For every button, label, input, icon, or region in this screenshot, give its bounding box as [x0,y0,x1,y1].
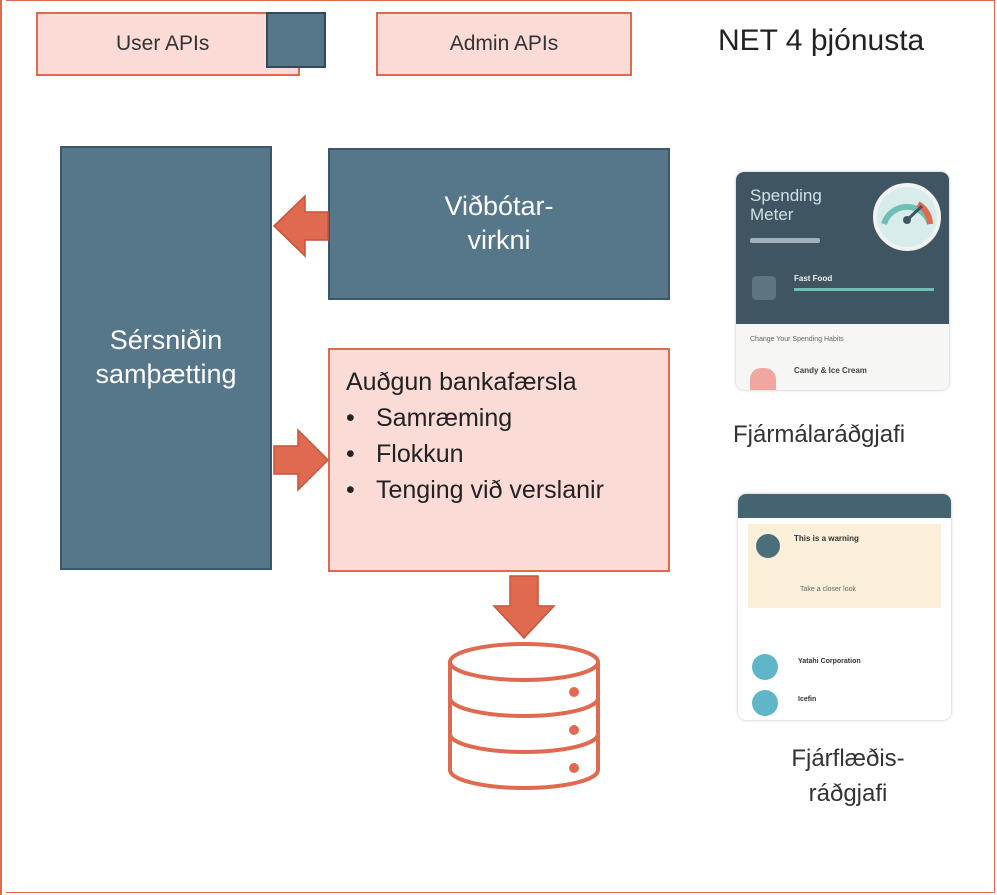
enrichment-item-label: Flokkun [376,440,464,468]
spending-title: Spending Meter [750,186,822,224]
cashflow-row-avatar [752,690,778,716]
speedometer-icon [873,183,941,251]
category-progress-bar [794,288,934,291]
extra-line-1: Viðbótar- [444,191,554,222]
change-habits-prompt: Change Your Spending Habits [750,336,844,343]
cashflow-header [738,494,951,518]
admin-apis-tab[interactable]: Admin APIs [376,12,632,76]
transaction-enrichment-block: Auðgun bankafærsla •Samræming •Flokkun •… [328,348,670,572]
cashflow-row-avatar [752,654,778,680]
custom-integration-block: Sérsniðin samþætting [60,146,272,570]
warning-avatar [756,534,780,558]
cashflow-row-label: Icefin [798,696,817,703]
frame-left-edge [0,0,6,895]
extra-functionality-block: Viðbótar- virkni [328,148,670,300]
admin-apis-label: Admin APIs [449,32,559,55]
cashflow-row-label: Yatahi Corporation [798,658,861,665]
arrow-left-icon [272,194,329,258]
user-apis-tab[interactable]: User APIs [36,12,326,76]
spending-item-label: Candy & Ice Cream [794,366,867,375]
warning-action: Take a closer look [800,586,857,593]
spending-title-line-2: Meter [750,205,794,224]
warning-card [748,524,941,608]
cashflow-advisor-screenshot: This is a warning Take a closer look Yat… [738,494,951,720]
extra-line-2: virkni [467,225,531,255]
enrichment-item-label: Samræming [376,404,513,432]
category-label: Fast Food [794,274,833,283]
warning-title: This is a warning [794,534,859,543]
integration-line-2: samþætting [95,359,237,389]
arrow-right-icon [273,428,330,492]
enrichment-title: Auðgun bankafærsla [346,368,577,396]
cashflow-label-line-1: Fjárflæðis- [791,745,905,772]
food-icon [752,276,776,300]
financial-advisor-label: Fjármálaráðgjafi [733,421,906,448]
database-icon [448,642,600,790]
enrichment-item-label: Tenging við verslanir [376,476,604,504]
enrichment-list: •Samræming •Flokkun •Tenging við verslan… [346,400,652,508]
page-title: NET 4 þjónusta [718,24,925,57]
list-item: •Samræming [346,404,513,432]
cashflow-label-line-2: ráðgjafi [808,779,888,807]
arrow-down-icon [492,575,556,640]
list-item: •Flokkun [346,440,464,468]
spending-title-line-1: Spending [750,186,822,205]
spending-meter-screenshot: Spending Meter Fast Food Change Your Spe… [736,172,949,390]
user-apis-swatch [266,12,326,68]
spending-amount-bar [750,238,820,243]
cashflow-advisor-label: Fjárflæðis- ráðgjafi [758,742,938,812]
database-indicator-dots [569,687,579,773]
candy-icon [750,368,776,390]
integration-line-1: Sérsniðin [109,325,223,356]
list-item: •Tenging við verslanir [346,476,604,504]
user-apis-label: User APIs [116,32,210,55]
